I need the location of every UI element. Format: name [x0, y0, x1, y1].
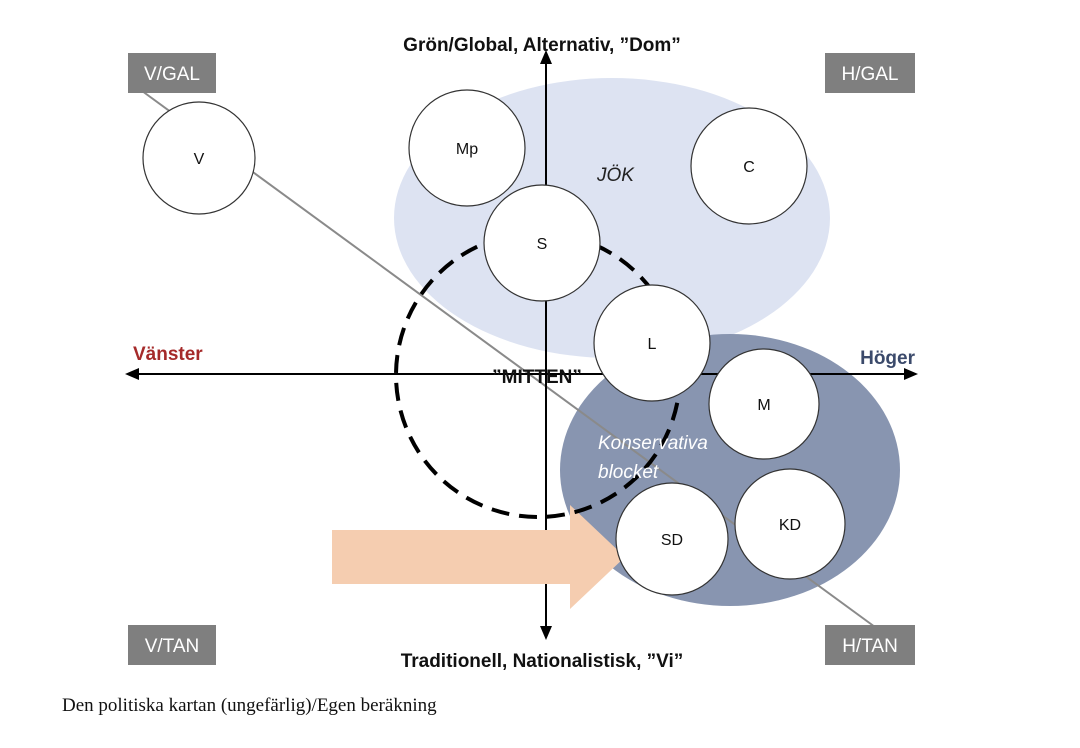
left-axis-label: Vänster: [133, 344, 203, 365]
party-mp: Mp: [408, 89, 526, 207]
party-label-m: M: [757, 397, 770, 414]
corner-bottom-right: H/TAN: [825, 625, 915, 665]
bottom-axis-label: Traditionell, Nationalistisk, ”Vi”: [401, 651, 684, 672]
party-l: L: [593, 284, 711, 402]
party-label-mp: Mp: [456, 141, 478, 158]
pointing-arrow: [332, 505, 625, 609]
party-kd: KD: [734, 468, 846, 580]
conservative-label-line1: Konservativa: [598, 433, 708, 454]
corner-top-left-label: V/GAL: [144, 64, 200, 85]
vertical-axis-arrow-top: [540, 50, 552, 64]
corner-bottom-left: V/TAN: [128, 625, 216, 665]
party-s: S: [483, 184, 601, 302]
conservative-label-line2: blocket: [598, 462, 659, 483]
party-label-v: V: [194, 151, 205, 168]
party-label-l: L: [648, 336, 657, 353]
corner-top-left: V/GAL: [128, 53, 216, 93]
party-sd: SD: [615, 482, 729, 596]
political-map-diagram: V Mp C S L M SD KD JÖK Konservativa bloc…: [125, 35, 918, 672]
party-label-sd: SD: [661, 532, 683, 549]
corner-bottom-right-label: H/TAN: [842, 636, 898, 657]
horizontal-axis-arrow-right: [904, 368, 918, 380]
vertical-axis-arrow-bottom: [540, 626, 552, 640]
corner-top-right-label: H/GAL: [841, 64, 898, 85]
party-v: V: [142, 101, 256, 215]
top-axis-label: Grön/Global, Alternativ, ”Dom”: [403, 35, 681, 56]
party-label-c: C: [743, 159, 755, 176]
party-m: M: [708, 348, 820, 460]
jok-label: JÖK: [596, 165, 635, 186]
center-label: ”MITTEN”: [492, 367, 582, 388]
figure-caption: Den politiska kartan (ungefärlig)/Egen b…: [62, 695, 437, 716]
corner-top-right: H/GAL: [825, 53, 915, 93]
party-label-s: S: [537, 236, 548, 253]
party-c: C: [690, 107, 808, 225]
party-label-kd: KD: [779, 517, 801, 534]
horizontal-axis-arrow-left: [125, 368, 139, 380]
right-axis-label: Höger: [860, 348, 916, 369]
corner-bottom-left-label: V/TAN: [145, 636, 200, 657]
